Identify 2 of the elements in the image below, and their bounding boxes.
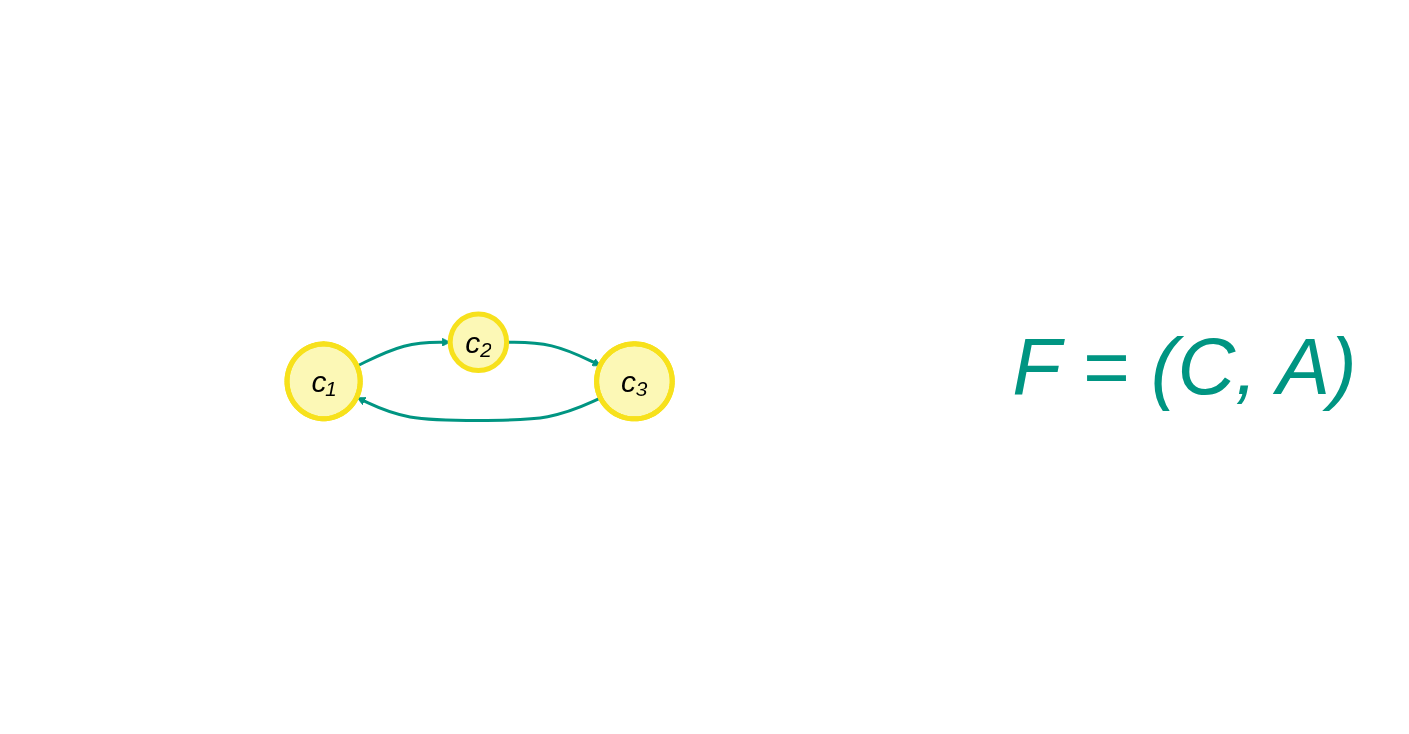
- node-circle: c₂: [448, 311, 510, 373]
- formula-label: F = (C, A): [1012, 321, 1357, 413]
